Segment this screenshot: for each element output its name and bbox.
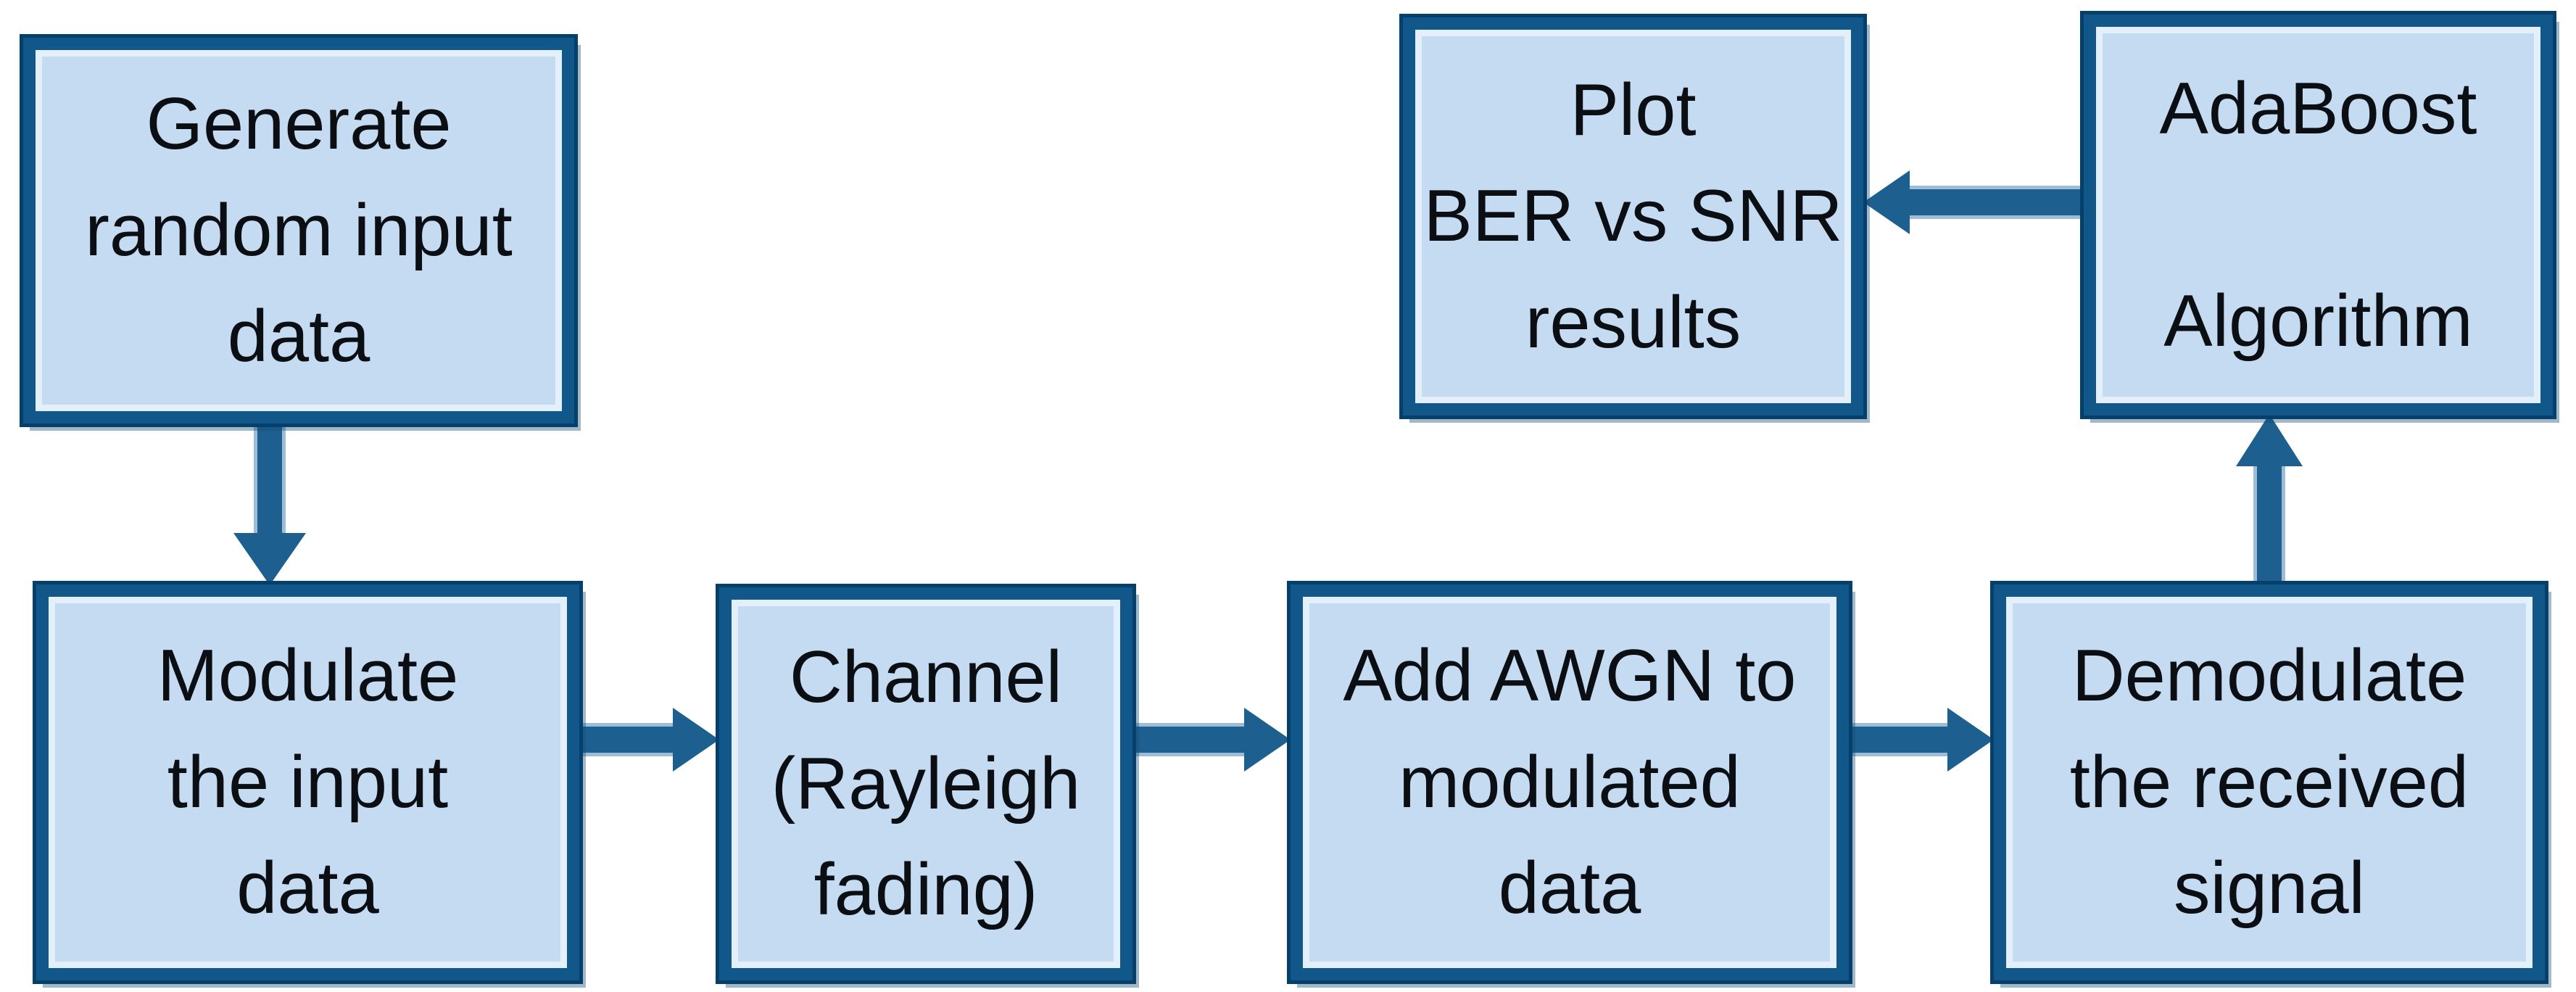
arrow-shaft xyxy=(579,723,673,756)
box-text-line: modulated xyxy=(1399,741,1741,823)
box-text-line: Demodulate xyxy=(2071,635,2467,717)
box-text-line: BER vs SNR xyxy=(1423,175,1843,257)
box-text-line: Generate xyxy=(146,83,452,165)
arrow-shaft xyxy=(2253,466,2285,585)
arrowhead-up-icon xyxy=(2236,414,2303,466)
box-text-line: Channel xyxy=(789,637,1063,719)
flow-box-add-awgn-to-modulated-data: Add AWGN to modulated data xyxy=(1291,584,1849,980)
arrowhead-right-icon xyxy=(673,708,719,772)
box-text-line: Modulate xyxy=(157,635,459,717)
box-text-line: the input xyxy=(167,741,449,823)
box-text-line: data xyxy=(1498,848,1641,930)
box-text-line: data xyxy=(236,848,379,930)
box-text-line: Add AWGN to xyxy=(1343,635,1797,717)
arrow-shaft xyxy=(1132,723,1244,756)
arrowhead-left-icon xyxy=(1863,170,1910,234)
box-text-line: data xyxy=(227,296,370,378)
arrow-shaft xyxy=(1910,186,2088,219)
flow-box-modulate-input-data: Modulate the input data xyxy=(36,584,579,980)
box-text-line: AdaBoost xyxy=(2159,67,2477,149)
flow-box-plot-ber-vs-snr-results: Plot BER vs SNR results xyxy=(1403,17,1863,416)
flow-box-demodulate-received-signal: Demodulate the received signal xyxy=(1994,584,2545,980)
flow-box-generate-random-input-data: Generate random input data xyxy=(23,38,574,423)
box-text-line: random input xyxy=(85,189,513,271)
arrow-shaft xyxy=(254,424,286,533)
arrow-shaft xyxy=(1848,723,1947,756)
box-text-line: Algorithm xyxy=(2163,280,2473,362)
box-text-line: results xyxy=(1525,281,1742,363)
box-text-line: fading) xyxy=(813,849,1038,931)
arrowhead-right-icon xyxy=(1947,708,1994,772)
flow-box-adaboost-algorithm: AdaBoost Algorithm xyxy=(2084,15,2553,416)
box-text-line: the received xyxy=(2069,741,2469,823)
box-text-line: Plot xyxy=(1570,69,1697,151)
flow-box-channel-rayleigh-fading: Channel (Rayleigh fading) xyxy=(719,587,1132,980)
arrowhead-right-icon xyxy=(1244,708,1291,772)
box-text-line: (Rayleigh xyxy=(771,743,1081,824)
arrowhead-down-icon xyxy=(233,533,306,585)
box-text-line: signal xyxy=(2174,848,2365,930)
